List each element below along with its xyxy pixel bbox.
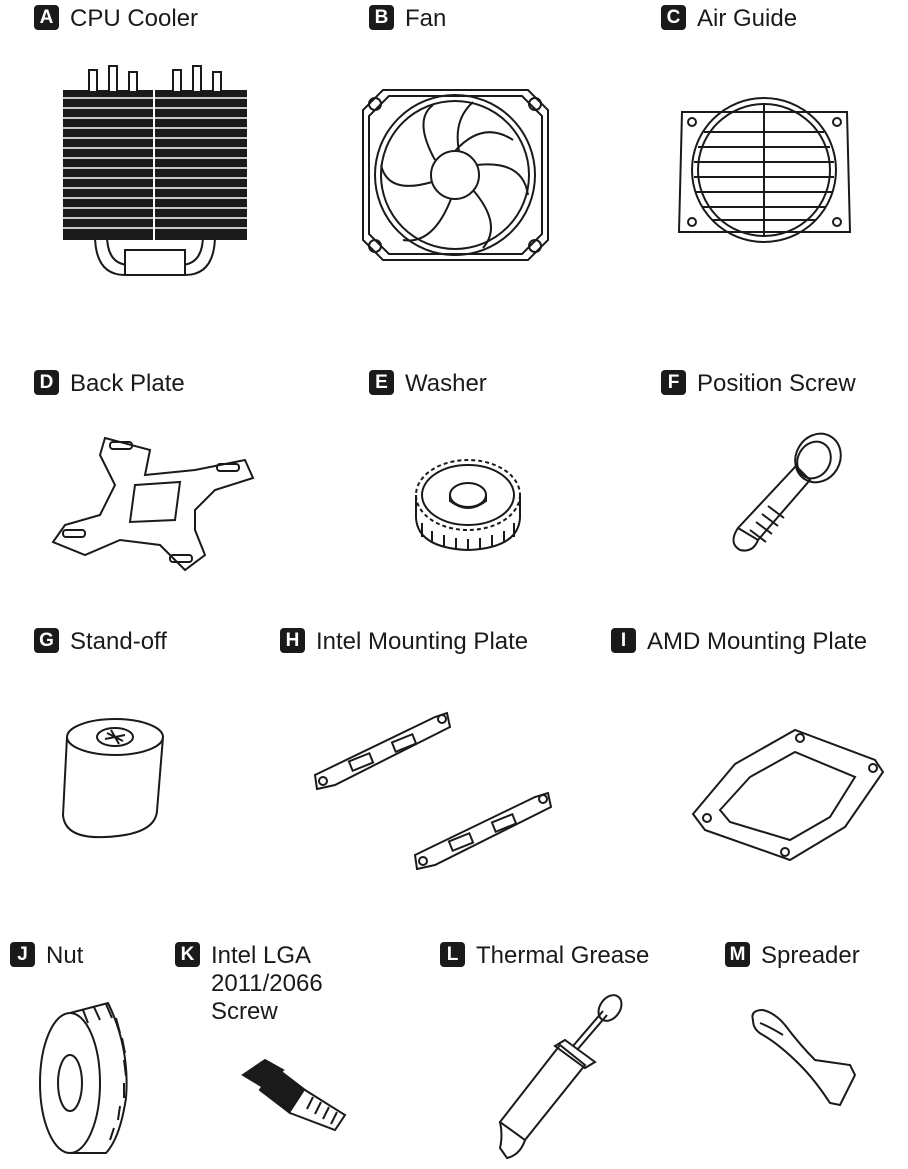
thermal-grease-icon (485, 990, 635, 1165)
part-a-label: A CPU Cooler (34, 5, 198, 33)
part-e-badge: E (369, 370, 394, 395)
part-f-label: F Position Screw (661, 370, 856, 398)
part-a-badge: A (34, 5, 59, 30)
part-d-name: Back Plate (70, 370, 185, 397)
part-j-badge: J (10, 942, 35, 967)
fan-icon (353, 80, 558, 270)
part-f-name: Position Screw (697, 370, 856, 397)
part-b-label: B Fan (369, 5, 446, 33)
part-e-label: E Washer (369, 370, 487, 398)
part-c-badge: C (661, 5, 686, 30)
part-d-badge: D (34, 370, 59, 395)
part-m-label: M Spreader (725, 942, 860, 970)
intel-lga-screw-icon (235, 1045, 360, 1140)
spreader-icon (745, 1005, 865, 1115)
part-j-label: J Nut (10, 942, 83, 970)
washer-icon (408, 453, 528, 558)
part-l-label: L Thermal Grease (440, 942, 649, 970)
part-j-name: Nut (46, 942, 84, 969)
back-plate-icon (45, 430, 260, 580)
position-screw-icon (718, 428, 853, 558)
part-m-name: Spreader (761, 942, 860, 969)
part-k-name: Intel LGA 2011/2066 Screw (211, 942, 323, 1025)
part-c-label: C Air Guide (661, 5, 797, 33)
part-h-label: H Intel Mounting Plate (280, 628, 528, 656)
part-l-name: Thermal Grease (476, 942, 650, 969)
part-m-badge: M (725, 942, 750, 967)
part-h-name: Intel Mounting Plate (316, 628, 529, 655)
air-guide-icon (672, 92, 857, 247)
part-i-name: AMD Mounting Plate (647, 628, 868, 655)
part-b-name: Fan (405, 5, 447, 32)
part-i-label: I AMD Mounting Plate (611, 628, 867, 656)
part-b-badge: B (369, 5, 394, 30)
part-k-label: K Intel LGA 2011/2066 Screw (175, 942, 323, 1026)
part-i-badge: I (611, 628, 636, 653)
part-g-label: G Stand-off (34, 628, 167, 656)
amd-mounting-plate-icon (685, 722, 890, 867)
intel-mounting-plate-icon (305, 705, 560, 870)
stand-off-icon (55, 715, 170, 845)
part-g-name: Stand-off (70, 628, 167, 655)
nut-icon (28, 988, 133, 1163)
part-c-name: Air Guide (697, 5, 798, 32)
cpu-cooler-icon (55, 60, 255, 285)
part-h-badge: H (280, 628, 305, 653)
part-l-badge: L (440, 942, 465, 967)
part-g-badge: G (34, 628, 59, 653)
part-f-badge: F (661, 370, 686, 395)
part-e-name: Washer (405, 370, 487, 397)
part-a-name: CPU Cooler (70, 5, 199, 32)
part-d-label: D Back Plate (34, 370, 185, 398)
part-k-badge: K (175, 942, 200, 967)
